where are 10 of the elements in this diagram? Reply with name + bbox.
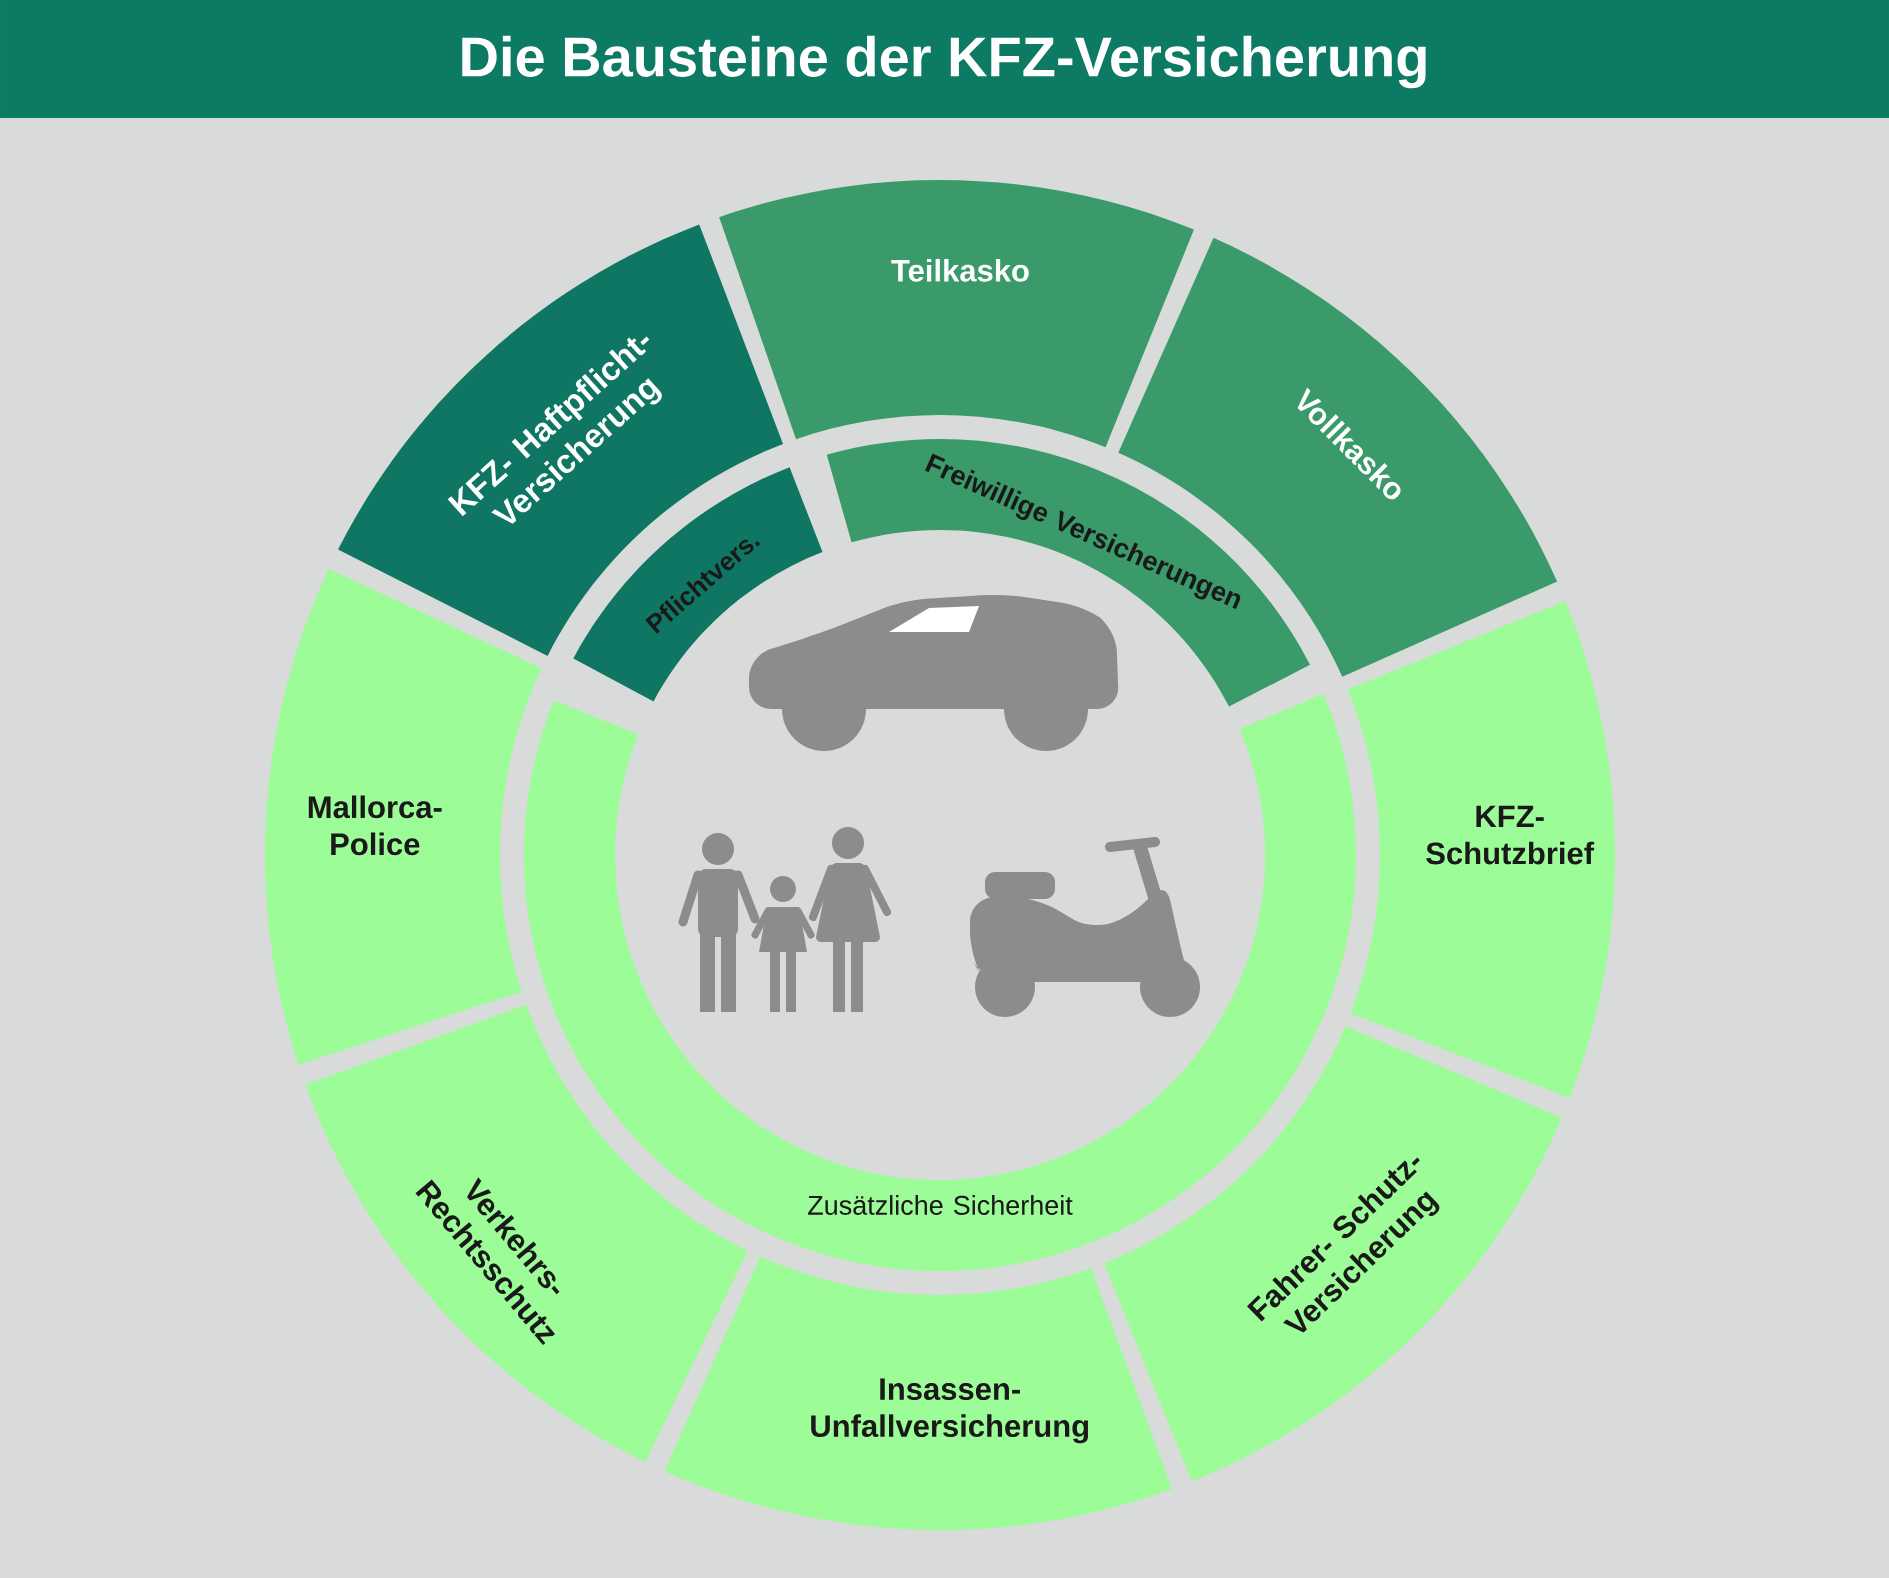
header-bar: Die Bausteine der KFZ-Versicherung <box>0 0 1889 118</box>
ring-segment: Insassen- Unfallversicherung <box>664 1256 1172 1530</box>
ring-segment: Teilkasko <box>719 180 1194 448</box>
ring-segment: Mallorca- Police <box>265 568 542 1065</box>
node-label: Zusätzliche Sicherheit <box>808 1195 1073 1215</box>
node-label: Mallorca- Police <box>308 795 442 856</box>
node-label: Teilkasko <box>891 258 1029 282</box>
node-label: KFZ- Schutzbrief <box>1426 805 1595 865</box>
node-label: Insassen- Unfallversicherung <box>811 1378 1089 1444</box>
ring-segment: KFZ- Schutzbrief <box>1347 601 1615 1098</box>
